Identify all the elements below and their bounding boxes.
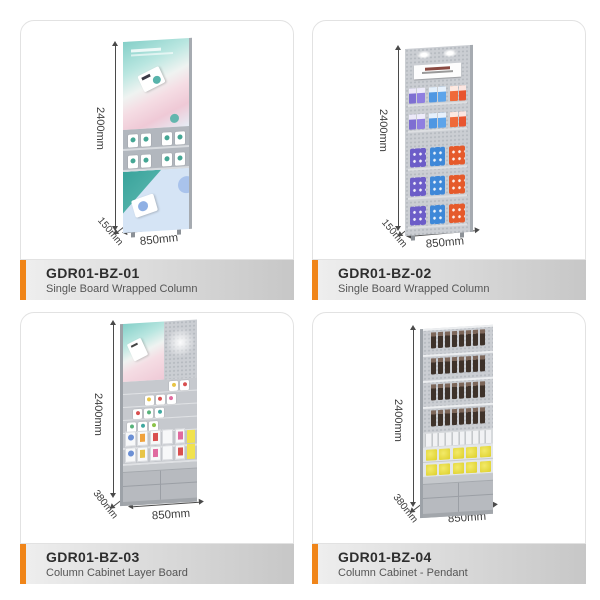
cabinet-doors (123, 468, 197, 502)
accent-bar (312, 260, 318, 300)
height-dimension-label: 2400mm (94, 107, 106, 150)
shelf-band (123, 125, 189, 172)
product-label-bar: GDR01-BZ-03 Column Cabinet Layer Board (20, 544, 294, 584)
product-label-bar: GDR01-BZ-02 Single Board Wrapped Column (312, 260, 586, 300)
display-fixture-render (123, 37, 189, 238)
product-render-area: 2400mm 850mm 150mm (20, 20, 294, 260)
accent-bar (20, 544, 26, 584)
height-dimension-label: 2400mm (392, 399, 404, 442)
header-panel (123, 319, 197, 382)
display-case (423, 443, 493, 478)
cabinet (423, 473, 493, 518)
poster-text-hint (131, 51, 173, 57)
width-dimension-label: 850mm (151, 507, 191, 523)
pegboard-panel (163, 319, 197, 380)
product-row (408, 203, 467, 229)
cabinet (123, 461, 197, 506)
poster-text-hint (131, 47, 161, 53)
display-foot (460, 232, 464, 238)
product-label-bar: GDR01-BZ-04 Column Cabinet - Pendant (312, 544, 586, 584)
product-packet-graphic (130, 193, 159, 219)
height-dimension-arrow (112, 41, 118, 231)
height-dimension-label: 2400mm (377, 109, 389, 152)
product-render-area: 2400mm 850mm 150mm (312, 20, 586, 260)
product-code: GDR01-BZ-02 (338, 265, 432, 281)
poster-circle (178, 175, 189, 194)
accent-bar (312, 544, 318, 584)
product-render-area: 2400mm 850mm 380mm (20, 312, 294, 544)
product-row (408, 174, 467, 200)
poster-circle (170, 113, 179, 124)
product-name: Column Cabinet - Pendant (338, 567, 468, 579)
display-foot (177, 229, 181, 235)
product-code: GDR01-BZ-03 (46, 549, 140, 565)
product-card-bz04: 2400mm 850mm 380mm (312, 312, 586, 584)
product-name: Column Cabinet Layer Board (46, 567, 188, 579)
product-render-area: 2400mm 850mm 380mm (312, 312, 586, 544)
height-dimension-label: 2400mm (92, 393, 104, 436)
product-card-bz03: 2400mm 850mm 380mm (20, 312, 294, 584)
display-foot (411, 235, 415, 241)
product-row (408, 111, 467, 133)
poster-graphic (123, 321, 164, 382)
product-packet-graphic (137, 65, 166, 93)
height-dimension-arrow (410, 325, 416, 507)
cabinet-doors (423, 481, 493, 514)
product-code: GDR01-BZ-01 (46, 265, 140, 281)
depth-dimension-label: 150mm (95, 215, 125, 248)
product-code: GDR01-BZ-04 (338, 549, 432, 565)
poster-graphic-upper (123, 37, 189, 130)
header-sign (414, 62, 461, 80)
width-dimension-label: 850mm (425, 235, 465, 251)
display-fixture-render (123, 319, 197, 506)
display-fixture-render (405, 45, 470, 241)
spotlight-glow (167, 325, 194, 359)
product-name: Single Board Wrapped Column (338, 283, 490, 295)
display-fixture-render (423, 324, 493, 518)
accent-bar (20, 260, 26, 300)
pegboard-panel (423, 324, 493, 433)
product-card-bz02: 2400mm 850mm 150mm (312, 20, 586, 300)
product-packet-graphic (126, 337, 149, 362)
poster-graphic-lower (123, 167, 189, 233)
spotlight (443, 48, 457, 58)
height-dimension-arrow (110, 320, 116, 498)
product-name: Single Board Wrapped Column (46, 283, 198, 295)
product-row (408, 85, 467, 107)
display-foot (131, 232, 135, 238)
height-dimension-arrow (395, 45, 401, 231)
spotlight (417, 50, 431, 60)
product-label-bar: GDR01-BZ-01 Single Board Wrapped Column (20, 260, 294, 300)
product-card-bz01: 2400mm 850mm 150mm (20, 20, 294, 300)
product-row (408, 145, 467, 171)
